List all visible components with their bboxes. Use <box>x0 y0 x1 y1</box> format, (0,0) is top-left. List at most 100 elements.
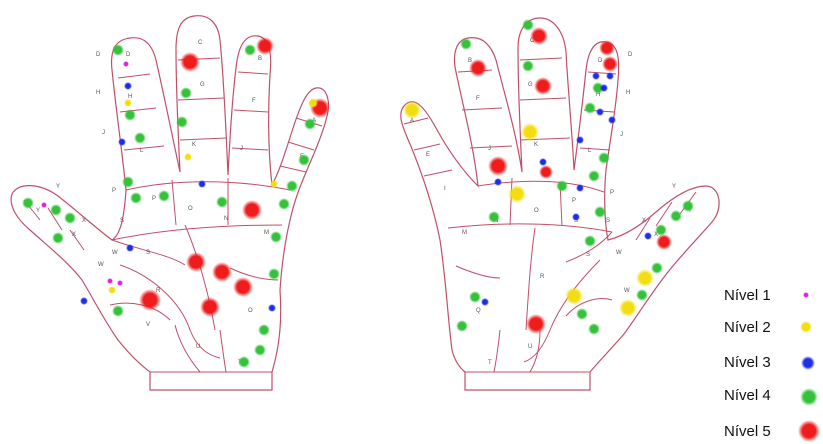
level4-dot <box>576 308 588 320</box>
region-letter: W <box>616 250 622 256</box>
level3-dot <box>572 213 580 221</box>
level3-dot <box>481 298 489 306</box>
level4-dot <box>52 232 64 244</box>
level3-dot <box>539 158 547 166</box>
level1-dot <box>117 280 123 286</box>
region-letter: E <box>426 152 430 158</box>
region-letter: J <box>102 130 105 136</box>
level5-dot <box>200 297 220 317</box>
region-letter: H <box>96 90 100 96</box>
level4-dot <box>670 210 682 222</box>
level3-dot <box>576 184 584 192</box>
region-letter: S <box>120 218 124 224</box>
level5-dot <box>233 277 253 297</box>
region-letter: U <box>196 344 200 350</box>
region-letter: P <box>610 190 614 196</box>
region-letter: S <box>146 250 150 256</box>
level5-dot <box>242 200 262 220</box>
level4-dot <box>584 235 596 247</box>
level4-dot <box>130 192 142 204</box>
level2-dot <box>124 99 132 107</box>
level5-dot <box>180 52 200 72</box>
level4-dot <box>176 116 188 128</box>
level5-dot <box>602 56 618 72</box>
region-letter: G <box>528 82 533 88</box>
legend-label-level2: Nível 2 <box>724 319 771 336</box>
level3-dot <box>644 232 652 240</box>
level4-dot <box>50 204 62 216</box>
level3-dot <box>592 72 600 80</box>
level4-dot <box>588 170 600 182</box>
level4-dot <box>180 87 192 99</box>
region-letter: O <box>534 208 539 214</box>
region-letter: S <box>606 218 610 224</box>
region-letter: N <box>224 216 228 222</box>
level5-dot <box>530 27 548 45</box>
region-letter: X <box>642 218 646 224</box>
level3-dot <box>576 136 584 144</box>
region-letter: M <box>462 230 467 236</box>
region-letter: K <box>534 142 538 148</box>
level2-dot <box>619 299 637 317</box>
level3-dot <box>608 116 616 124</box>
level4-dot <box>636 289 648 301</box>
legend: Nível 1 Nível 2 Nível 3 Nível 4 Nível 5 <box>724 287 820 442</box>
level2-dot <box>403 101 421 119</box>
level5-dot <box>526 314 546 334</box>
region-letter: W <box>112 250 118 256</box>
level4-dot <box>651 262 663 274</box>
level5-dot <box>539 165 553 179</box>
level4-dot <box>244 44 256 56</box>
level4-dot <box>522 60 534 72</box>
region-letter: P <box>152 196 156 202</box>
level4-dot <box>254 344 266 356</box>
legend-swatch-level3 <box>801 356 815 370</box>
region-letter: O <box>188 206 193 212</box>
level5-dot <box>256 37 274 55</box>
level4-dot <box>460 38 472 50</box>
level4-dot <box>134 132 146 144</box>
region-letter: Y <box>56 184 60 190</box>
region-letter: T <box>488 360 492 366</box>
level4-dot <box>122 176 134 188</box>
region-letter: F <box>252 98 256 104</box>
level4-dot <box>286 180 298 192</box>
region-letter: J <box>240 146 243 152</box>
level5-dot <box>599 40 615 56</box>
level4-dot <box>588 323 600 335</box>
region-letter: D <box>126 52 131 58</box>
level4-dot <box>304 118 316 130</box>
region-letter: X <box>82 218 86 224</box>
legend-swatch-level5 <box>798 420 820 442</box>
level4-dot <box>522 19 534 31</box>
legend-label-level5: Nível 5 <box>724 423 771 440</box>
legend-swatch-level1 <box>803 292 809 298</box>
region-letter: H <box>626 90 630 96</box>
right-hand-outline <box>401 18 719 390</box>
region-letter: W <box>624 288 630 294</box>
level4-dot <box>268 268 280 280</box>
right-hand: B C D D F G H H A J K L J E I O P P Y N … <box>401 18 719 390</box>
level3-dot <box>80 297 88 305</box>
region-letter: O <box>248 308 253 314</box>
region-letter: P <box>112 188 116 194</box>
level3-dot <box>494 178 502 186</box>
level4-dot <box>488 211 500 223</box>
level4-dot <box>298 154 310 166</box>
level4-dot <box>124 109 136 121</box>
level3-dot <box>600 84 608 92</box>
level2-dot <box>508 185 526 203</box>
level4-dot <box>112 305 124 317</box>
level3-dot <box>126 244 134 252</box>
level5-dot <box>469 59 487 77</box>
level5-dot <box>534 77 552 95</box>
level5-dot <box>488 156 508 176</box>
level4-dot <box>270 231 282 243</box>
level3-dot <box>124 82 132 90</box>
level2-dot <box>108 286 116 294</box>
region-letter: B <box>258 56 262 62</box>
level4-dot <box>682 200 694 212</box>
level3-dot <box>606 72 614 80</box>
region-letter: V <box>146 322 150 328</box>
